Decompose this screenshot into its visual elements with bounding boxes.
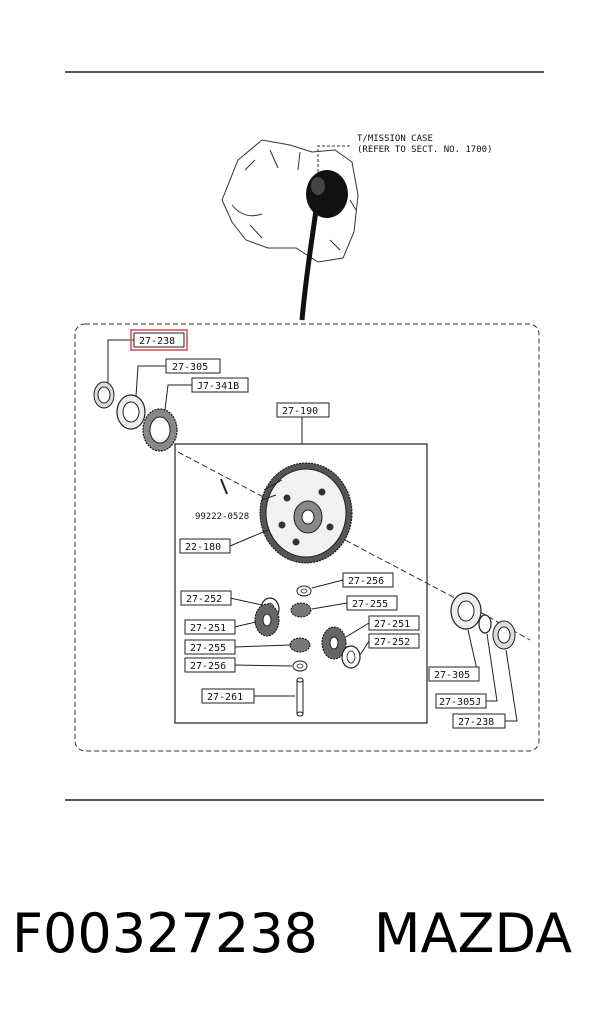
label-box-27-238-right <box>452 713 506 729</box>
label-27-261: 27-261 <box>207 692 243 703</box>
label-box-27-305-top <box>165 358 221 374</box>
label-box-27-251-left <box>184 619 236 635</box>
label-box-27-255-left <box>184 639 236 655</box>
label-box-27-256-right <box>342 572 394 588</box>
shaft-27-261 <box>296 677 304 717</box>
ring-gear-22-180 <box>259 462 353 564</box>
label-27-255-right: 27-255 <box>352 599 388 610</box>
label-box-22-180 <box>179 538 231 554</box>
label-box-27-255-right <box>346 595 398 611</box>
side-gear-27-251-right <box>321 626 347 660</box>
label-box-27-238-top <box>133 332 185 348</box>
label-box-27-190 <box>276 402 330 418</box>
case-note-line2: (REFER TO SECT. NO. 1700) <box>357 145 492 155</box>
label-box-27-261 <box>201 688 255 704</box>
label-27-252-left: 27-252 <box>186 594 222 605</box>
label-27-305-right: 27-305 <box>434 670 470 681</box>
label-box-j7-341b <box>191 377 249 393</box>
case-bearing-bore <box>306 170 348 218</box>
washer-27-256-left <box>292 660 308 672</box>
label-27-256-left: 27-256 <box>190 661 226 672</box>
brand-name: MAZDA <box>373 902 573 965</box>
washer-27-256-right <box>296 585 312 597</box>
shim-27-305j <box>478 614 492 634</box>
case-bearing-inner <box>311 177 325 195</box>
label-22-180: 22-180 <box>185 542 221 553</box>
bearing-27-238-left <box>93 381 115 409</box>
bearing-27-305-right <box>450 592 482 630</box>
label-27-251-left: 27-251 <box>190 623 226 634</box>
footer-caption: F00327238 MAZDA <box>12 902 572 965</box>
label-27-252-right: 27-252 <box>374 637 410 648</box>
label-box-27-305-right <box>428 666 480 682</box>
part-number: F00327238 <box>12 902 318 965</box>
label-27-255-left: 27-255 <box>190 643 226 654</box>
label-27-305-top: 27-305 <box>172 362 208 373</box>
bearing-27-305-left <box>116 394 146 430</box>
label-27-251-right: 27-251 <box>374 619 410 630</box>
case-note-line1: T/MISSION CASE <box>357 134 433 144</box>
label-99222-0528: 99222-0528 <box>195 512 249 522</box>
inner-leaders <box>229 579 370 697</box>
pinion-27-255-left <box>289 637 311 653</box>
assembly-boundary <box>74 323 540 752</box>
label-27-305j: 27-305J <box>439 697 481 708</box>
label-box-27-305j <box>435 693 487 709</box>
label-box-27-252-left <box>180 590 232 606</box>
label-27-238-right: 27-238 <box>458 717 494 728</box>
case-note-leader <box>317 145 352 172</box>
top-left-leaders <box>107 339 192 411</box>
highlight-27-238 <box>130 329 188 351</box>
transmission-case-drawing <box>221 139 359 263</box>
label-27-190: 27-190 <box>282 406 318 417</box>
washer-27-252-right <box>341 645 361 669</box>
label-27-238-top: 27-238 <box>139 336 175 347</box>
label-box-27-256-left <box>184 657 236 673</box>
pin-99222-0528 <box>220 478 228 495</box>
side-gear-27-251-left <box>254 603 280 637</box>
label-box-27-252-right <box>368 633 420 649</box>
pinion-27-255-right <box>290 602 312 618</box>
label-27-256-right: 27-256 <box>348 576 384 587</box>
label-box-27-251-right <box>368 615 420 631</box>
bearing-27-238-right <box>492 620 516 650</box>
case-leader-arrow <box>299 209 319 321</box>
label-j7-341b: J7-341B <box>197 381 239 392</box>
bearing-j7-341b <box>142 408 178 452</box>
leader-22-180 <box>229 529 269 547</box>
